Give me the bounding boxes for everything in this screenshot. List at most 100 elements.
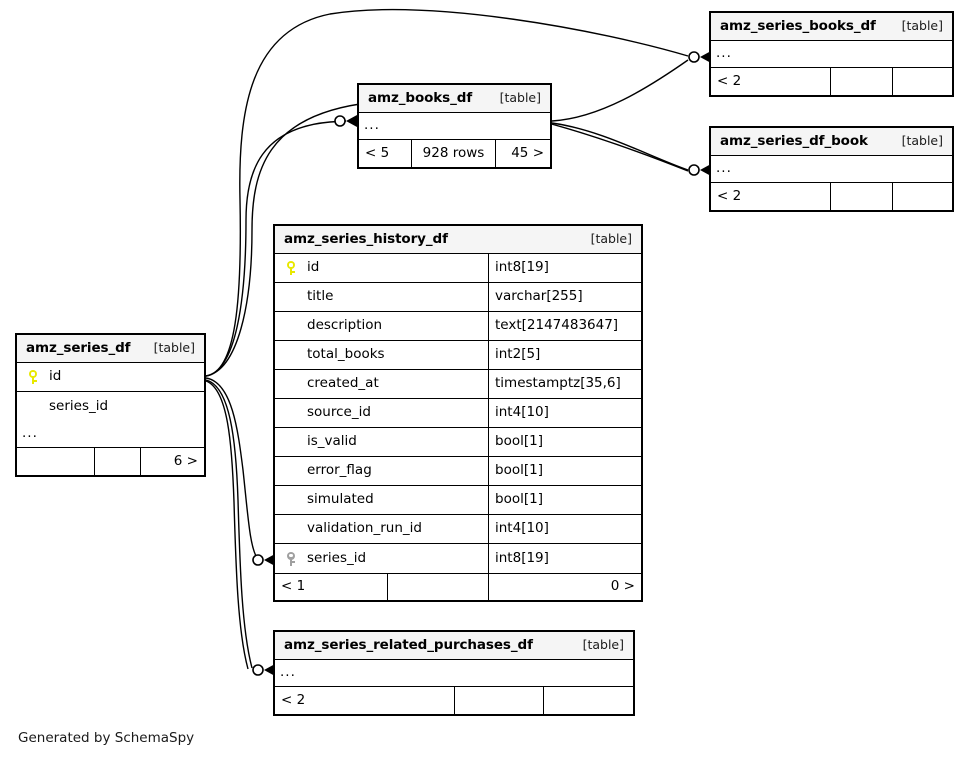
table-title-amz-series-df: amz_series_df [table] [17, 335, 204, 363]
table-ellipsis-row: ... [275, 660, 633, 687]
column-type: int8[19] [495, 549, 549, 566]
column-type: varchar[255] [495, 288, 583, 305]
table-amz-series-history-df[interactable]: amz_series_history_df [table] id int8[19… [273, 224, 643, 602]
column-type: text[2147483647] [495, 317, 619, 334]
footer-left: < 2 [711, 68, 831, 95]
footer-center [95, 448, 141, 475]
table-row[interactable]: simulated bool[1] [275, 486, 641, 515]
column-type: int4[10] [495, 404, 549, 421]
table-type-tag: [table] [582, 637, 624, 653]
table-amz-series-books-df[interactable]: amz_series_books_df [table] ... < 2 [709, 11, 954, 97]
table-title-amz-series-df-book: amz_series_df_book [table] [711, 128, 952, 156]
ellipsis-text: ... [280, 664, 296, 681]
edge-series-to-related-purchases-2 [205, 380, 249, 670]
footer-left: < 5 [359, 140, 412, 167]
table-type-tag: [table] [153, 340, 195, 356]
column-name: series_id [49, 397, 109, 414]
ellipsis-text: ... [22, 425, 38, 442]
column-name-cell: id [275, 254, 489, 282]
connector-circle-series-books [688, 51, 700, 63]
table-type-tag: [table] [901, 18, 943, 34]
column-name-cell: simulated [275, 486, 489, 514]
table-name: amz_series_df [26, 339, 131, 356]
table-title-amz-series-books-df: amz_series_books_df [table] [711, 13, 952, 41]
connector-circle-history [252, 554, 264, 566]
edge-books-to-series-books [551, 59, 689, 122]
column-type: bool[1] [495, 433, 543, 450]
table-row[interactable]: error_flag bool[1] [275, 457, 641, 486]
table-amz-series-df-book[interactable]: amz_series_df_book [table] ... < 2 [709, 126, 954, 212]
table-row[interactable]: series_id int8[19] [275, 544, 641, 573]
generated-by-credit: Generated by SchemaSpy [18, 730, 195, 746]
connector-circle-related-purchases [252, 664, 264, 676]
column-type: bool[1] [495, 462, 543, 479]
column-name: simulated [307, 491, 374, 508]
column-list: id series_id [17, 363, 204, 421]
table-row[interactable]: series_id [17, 392, 204, 421]
column-name: is_valid [307, 433, 357, 450]
table-footer-row: < 2 [275, 687, 633, 714]
footer-right: 45 > [511, 144, 544, 161]
footer-right: 6 > [173, 452, 198, 469]
edge-books-to-series-df-book [551, 122, 689, 171]
table-row[interactable]: created_at timestamptz[35,6] [275, 370, 641, 399]
table-name: amz_series_books_df [720, 17, 876, 34]
foreign-key-icon [281, 551, 301, 566]
column-name-cell: is_valid [275, 428, 489, 456]
table-ellipsis-row: ... [17, 421, 204, 448]
column-name: description [307, 317, 383, 334]
table-name: amz_series_history_df [284, 230, 448, 247]
connector-circle-books [334, 115, 346, 127]
footer-left: < 2 [711, 183, 831, 210]
connector-circle-series-df-book [688, 164, 700, 176]
column-name: validation_run_id [307, 520, 422, 537]
table-type-tag: [table] [590, 231, 632, 247]
table-row[interactable]: description text[2147483647] [275, 312, 641, 341]
footer-center [388, 574, 489, 600]
table-row[interactable]: id int8[19] [275, 254, 641, 283]
crowfoot-books [346, 115, 357, 127]
footer-center-row-count: 928 rows [412, 140, 496, 167]
primary-key-icon [281, 261, 301, 275]
column-type: bool[1] [495, 491, 543, 508]
table-title-amz-books-df: amz_books_df [table] [359, 85, 550, 113]
column-name: error_flag [307, 462, 372, 479]
table-ellipsis-row: ... [711, 41, 952, 68]
column-name-cell: source_id [275, 399, 489, 427]
table-row[interactable]: source_id int4[10] [275, 399, 641, 428]
column-type: int2[5] [495, 346, 541, 363]
footer-center [831, 68, 893, 95]
footer-right [893, 68, 952, 95]
table-amz-series-df[interactable]: amz_series_df [table] id series_id . [15, 333, 206, 477]
edge-series-to-history [205, 377, 259, 560]
table-row[interactable]: validation_run_id int4[10] [275, 515, 641, 544]
column-name: series_id [307, 549, 367, 566]
table-type-tag: [table] [901, 133, 943, 149]
column-name-cell: series_id [275, 544, 489, 573]
column-name-cell: error_flag [275, 457, 489, 485]
table-footer-row: 6 > [17, 448, 204, 475]
table-footer-row: < 5 928 rows 45 > [359, 140, 550, 167]
table-amz-series-related-purchases-df[interactable]: amz_series_related_purchases_df [table] … [273, 630, 635, 716]
footer-left [17, 448, 95, 475]
table-row[interactable]: total_books int2[5] [275, 341, 641, 370]
table-row[interactable]: title varchar[255] [275, 283, 641, 312]
footer-left: < 1 [275, 574, 388, 600]
column-name-cell: created_at [275, 370, 489, 398]
column-name-cell: title [275, 283, 489, 311]
column-name-cell: validation_run_id [275, 515, 489, 543]
table-row[interactable]: is_valid bool[1] [275, 428, 641, 457]
table-footer-row: < 1 0 > [275, 573, 641, 600]
footer-right: 0 > [610, 578, 635, 595]
column-name-cell: series_id [17, 392, 204, 421]
column-name-cell: description [275, 312, 489, 340]
table-name: amz_series_related_purchases_df [284, 636, 533, 653]
column-type: timestamptz[35,6] [495, 375, 621, 392]
ellipsis-text: ... [716, 45, 732, 62]
table-title-amz-series-related-purchases-df: amz_series_related_purchases_df [table] [275, 632, 633, 660]
column-name: id [307, 259, 320, 276]
footer-left: < 2 [275, 687, 455, 714]
table-amz-books-df[interactable]: amz_books_df [table] ... < 5 928 rows 45… [357, 83, 552, 169]
table-row[interactable]: id [17, 363, 204, 392]
